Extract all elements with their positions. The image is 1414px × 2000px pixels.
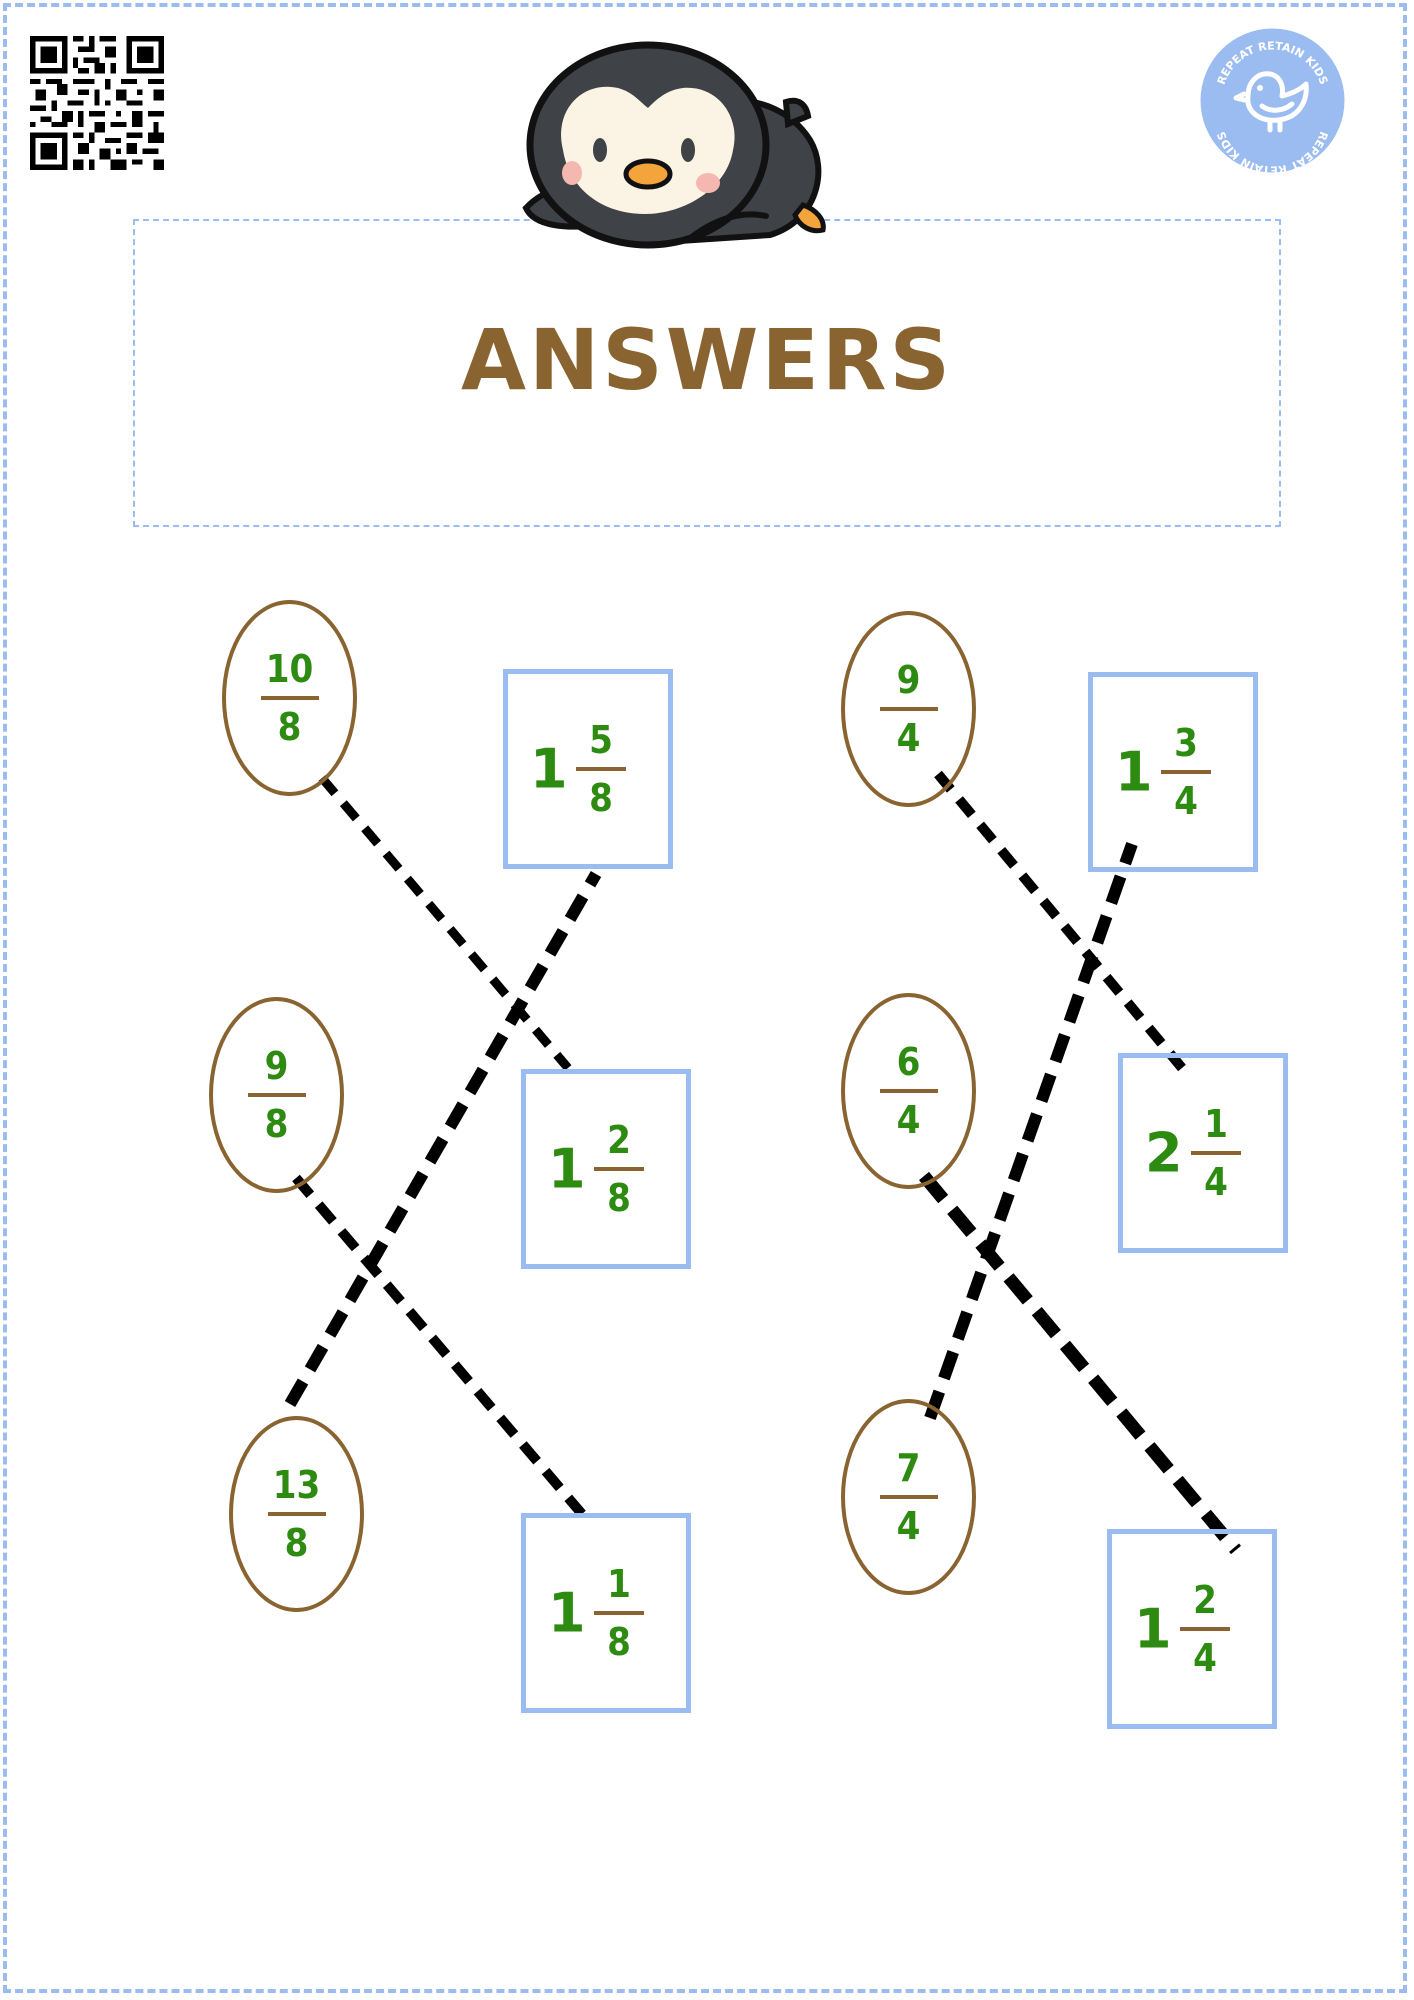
duck-icon [1233,71,1309,133]
qr-code-icon [30,36,164,170]
logo-badge: REPEAT RETAIN KIDS REPEAT RETAIN KIDS [1200,28,1345,173]
numerator: 3 [1174,721,1198,765]
box-mixed-number: 1 3 4 [1088,672,1258,872]
answer-line-9-8 [292,1174,586,1518]
whole-number: 1 [1134,1597,1172,1661]
denominator: 8 [277,705,302,749]
whole-number: 1 [548,1137,586,1201]
fraction-bar [879,1495,938,1499]
fraction-bar [260,696,319,700]
whole-number: 1 [530,737,568,801]
fraction-bar [576,767,626,771]
numerator: 7 [896,1446,921,1490]
fraction-bar [594,1611,644,1615]
fraction-bar [1180,1627,1230,1631]
numerator: 9 [264,1044,289,1088]
numerator: 2 [1193,1578,1217,1622]
denominator: 4 [1204,1160,1228,1204]
numerator: 5 [589,718,613,762]
box-mixed-number: 1 2 8 [521,1069,691,1269]
page-border [3,3,1407,1993]
numerator: 1 [1204,1102,1228,1146]
fraction-bar [879,707,938,711]
numerator: 10 [265,647,314,691]
denominator: 4 [896,1098,921,1142]
denominator: 4 [1174,779,1198,823]
box-mixed-number: 1 2 4 [1107,1529,1277,1729]
whole-number: 1 [1115,740,1153,804]
denominator: 8 [607,1620,631,1664]
fraction-bar [594,1167,644,1171]
fraction-bar [1161,770,1211,774]
whole-number: 2 [1145,1121,1183,1185]
denominator: 4 [896,1504,921,1548]
denominator: 8 [589,776,613,820]
denominator: 4 [1193,1636,1217,1680]
box-mixed-number: 2 1 4 [1118,1053,1288,1253]
numerator: 6 [896,1040,921,1084]
answer-line-7-4 [924,842,1138,1420]
denominator: 4 [896,716,921,760]
answer-line-13-8 [284,870,602,1408]
penguin-icon [522,41,826,260]
box-mixed-number: 1 5 8 [503,669,673,869]
page-title: ANSWERS [460,311,954,409]
denominator: 8 [264,1102,289,1146]
fraction-bar [267,1512,326,1516]
denominator: 8 [284,1521,309,1565]
numerator: 9 [896,658,921,702]
whole-number: 1 [548,1581,586,1645]
fraction-bar [247,1093,306,1097]
denominator: 8 [607,1176,631,1220]
fraction-bar [879,1089,938,1093]
numerator: 13 [272,1463,321,1507]
fraction-bar [1191,1151,1241,1155]
answer-line-10-8 [318,775,572,1071]
numerator: 1 [607,1562,631,1606]
answer-line-6-4 [919,1171,1241,1555]
numerator: 2 [607,1118,631,1162]
